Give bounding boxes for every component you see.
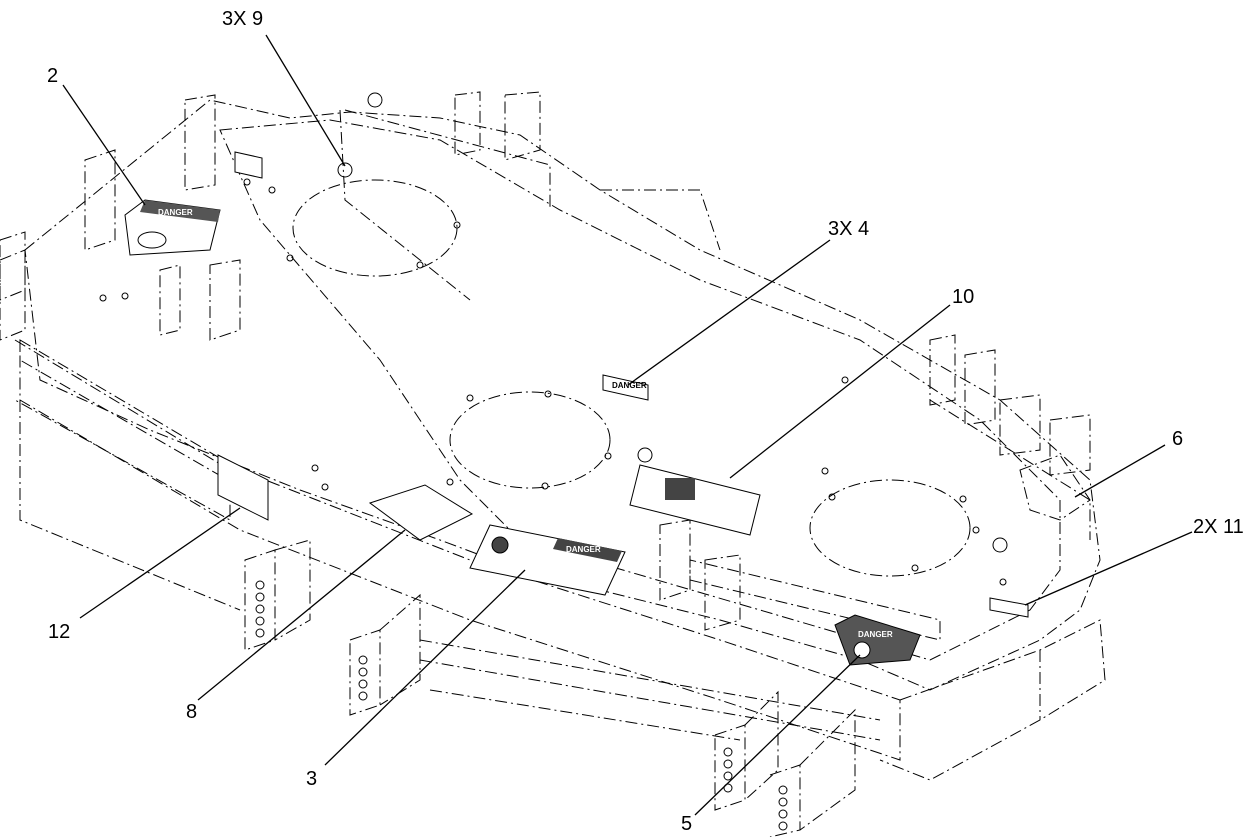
callout-labels: 3X 9 2 3X 4 10 6 2X 11 12 8 3 5 [47,8,1244,835]
bolt-holes [99,92,1008,586]
callout-8: 8 [186,701,197,723]
callout-5: 5 [681,813,692,835]
height-adjust-plates [244,539,856,837]
callout-3: 3 [306,768,317,790]
leader-lines [62,34,1193,816]
decal-3-danger: DANGER [469,524,626,596]
callout-3x4: 3X 4 [828,218,869,240]
decal-5-label: DANGER [858,630,893,639]
decal-2-label: DANGER [158,208,193,217]
decal-3-label: DANGER [566,545,601,554]
decal-small-top-left [234,151,263,179]
brackets [0,91,1091,631]
decal-6-shield [1019,454,1091,521]
decal-2x11-small [989,597,1029,618]
callout-3x9: 3X 9 [222,8,263,30]
callout-2x11: 2X 11 [1193,516,1244,538]
plate-holes [255,580,788,831]
decal-10-instructions [629,464,761,536]
decal-3x4-danger: DANGER [602,374,649,401]
decal-8-blank [368,484,474,541]
decal-12-blank [217,454,269,521]
deck-outline [0,99,1106,781]
decal-5-danger: DANGER [834,614,921,666]
callout-6: 6 [1172,428,1183,450]
callout-10: 10 [952,286,974,308]
callout-12: 12 [48,621,70,643]
decal-3x4-label: DANGER [612,381,647,390]
callout-2: 2 [47,65,58,87]
decal-2-danger: DANGER [124,199,221,256]
